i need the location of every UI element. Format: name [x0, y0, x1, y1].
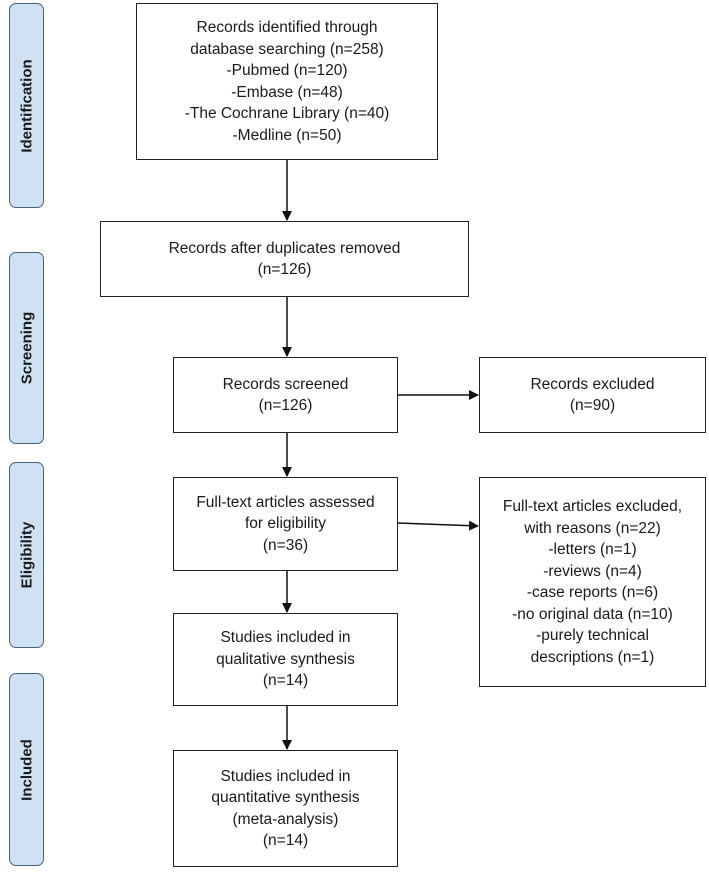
text-line: Studies included in — [220, 629, 351, 647]
text-line: (n=126) — [257, 261, 312, 278]
phase-identification: Identification — [9, 3, 44, 208]
text-line: quantitative synthesis — [211, 789, 360, 806]
phase-eligibility: Eligibility — [9, 462, 44, 648]
text-line: -case reports (n=6) — [526, 584, 659, 601]
text-line: -no original data (n=10) — [512, 605, 673, 623]
box-qualitative-synthesis: Studies included in qualitative synthesi… — [173, 613, 398, 706]
text-line: -The Cochrane Library (n=40) — [184, 105, 390, 122]
arrow-fulltext-to-excluded — [397, 520, 479, 531]
text-line: (n=126) — [258, 397, 313, 414]
text-line: -purely technical — [536, 627, 649, 644]
text-line: (meta-analysis) — [232, 810, 339, 828]
text-line: (n=14) — [262, 832, 309, 849]
text-line: with reasons (n=22) — [524, 519, 661, 537]
text-line: Records screened — [222, 375, 349, 393]
phase-included: Included — [9, 673, 44, 866]
text-line: qualitative synthesis — [216, 650, 355, 668]
text-line: -letters (n=1) — [548, 541, 637, 558]
text-line: -Embase (n=48) — [231, 83, 343, 101]
box-records-identified: Records identified through database sear… — [136, 3, 438, 160]
box-records-screened: Records screened (n=126) — [173, 357, 398, 433]
text-line: Studies included in — [220, 767, 351, 785]
text-line: Records identified through — [196, 19, 378, 36]
text-line: Full-text articles excluded, — [502, 498, 683, 515]
box-records-excluded: Records excluded (n=90) — [479, 357, 706, 433]
box-duplicates-removed: Records after duplicates removed (n=126) — [100, 221, 469, 297]
box-fulltext-assessed: Full-text articles assessed for eligibil… — [173, 477, 398, 571]
phase-screening: Screening — [9, 252, 44, 444]
box-fulltext-excluded: Full-text articles excluded, with reason… — [479, 477, 706, 687]
text-line: Records excluded — [530, 375, 655, 393]
text-line: Full-text articles assessed — [196, 493, 375, 511]
text-line: -Medline (n=50) — [232, 126, 342, 144]
text-line: -Pubmed (n=120) — [226, 62, 348, 79]
text-line: -reviews (n=4) — [543, 562, 642, 580]
text-line: (n=36) — [262, 536, 309, 554]
text-line: for eligibility — [245, 515, 326, 533]
box-quantitative-synthesis: Studies included in quantitative synthes… — [173, 750, 398, 867]
text-line: descriptions (n=1) — [530, 648, 655, 666]
text-line: database searching (n=258) — [190, 40, 384, 58]
text-line: (n=90) — [569, 397, 616, 414]
text-line: Records after duplicates removed — [168, 239, 401, 257]
text-line: (n=14) — [262, 672, 309, 690]
